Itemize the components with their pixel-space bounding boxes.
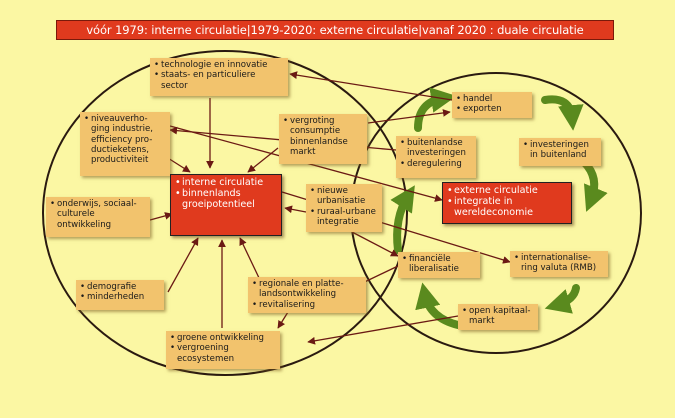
box-technology-item-2: staats- en particuliere sector — [154, 70, 284, 91]
box-capital-market-item-1: open kapitaal-markt — [462, 306, 534, 327]
cycle-arrow-1 — [541, 95, 584, 131]
box-demography-item-1: demografie — [80, 282, 160, 293]
arrow-urbanisatie-financiele — [351, 231, 399, 257]
box-internal-circulation: interne circulatie binnenlands groeipote… — [170, 174, 282, 236]
cycle-arrow-3 — [544, 284, 580, 314]
box-consumption: vergroting consumptie binnenlandse markt — [279, 114, 367, 164]
arrow-urbanisatie-interne — [284, 205, 307, 214]
box-currency-item-1: internationalise-ring valuta (RMB) — [514, 253, 604, 274]
arrow-regionale-interne — [239, 237, 261, 281]
box-education: onderwijs, sociaal-culturele ontwikkelin… — [46, 197, 150, 237]
box-regional-item-1: regionale en platte-landsontwikkeling — [252, 279, 362, 300]
arrow-kapitaal-groene — [307, 315, 459, 345]
box-industry-level-item-1: niveauverho-ging industrie, efficiency p… — [84, 114, 166, 165]
box-external-circulation-item-2: integratie in wereldeconomie — [447, 196, 567, 218]
box-capital-market: open kapitaal-markt — [458, 304, 538, 330]
box-demography-item-2: minderheden — [80, 292, 160, 303]
box-consumption-item-1: vergroting consumptie binnenlandse markt — [283, 116, 363, 157]
box-foreign-investment: buitenlandse investeringen deregulering — [396, 136, 476, 178]
box-technology-item-1: technologie en innovatie — [154, 60, 284, 71]
box-outward-investment-item-1: investeringen in buitenland — [523, 140, 597, 161]
cycle-arrow-6 — [414, 87, 457, 132]
box-trade-item-1: handel — [456, 94, 528, 105]
box-foreign-investment-item-1: buitenlandse investeringen — [400, 138, 472, 159]
box-internal-circulation-item-2: binnenlands groeipotentieel — [175, 188, 277, 210]
cycle-arrow-5 — [390, 185, 415, 254]
arrow-handel-tech — [289, 71, 453, 101]
box-currency: internationalise-ring valuta (RMB) — [510, 251, 608, 277]
box-trade: handel exporten — [452, 92, 532, 118]
box-trade-item-2: exporten — [456, 104, 528, 115]
arrow-demografie-interne — [167, 237, 199, 293]
box-urbanisation-item-1: nieuwe urbanisatie — [310, 186, 378, 207]
box-green: groene ontwikkeling vergroening ecosyste… — [166, 331, 280, 369]
arrow-vergroting-interne — [247, 147, 279, 173]
arrow-vergroting-handel — [367, 109, 451, 124]
box-foreign-investment-item-2: deregulering — [400, 159, 472, 170]
box-urbanisation-item-2: ruraal-urbane integratie — [310, 207, 378, 228]
page-title: vóór 1979: interne circulatie|1979-2020:… — [56, 20, 614, 40]
box-green-item-2: vergroening ecosystemen — [170, 343, 276, 364]
box-outward-investment: investeringen in buitenland — [519, 138, 601, 166]
box-technology: technologie en innovatie staats- en part… — [150, 58, 288, 96]
box-external-circulation-item-1: externe circulatie — [447, 185, 567, 196]
box-education-item-1: onderwijs, sociaal-culturele ontwikkelin… — [50, 199, 146, 230]
box-external-circulation: externe circulatie integratie in werelde… — [442, 182, 572, 224]
box-demography: demografie minderheden — [76, 280, 164, 310]
box-financial-liberalisation: financiële liberalisatie — [398, 252, 480, 278]
cycle-arrow-2 — [580, 158, 608, 212]
box-urbanisation: nieuwe urbanisatie ruraal-urbane integra… — [306, 184, 382, 232]
box-regional-item-2: revitalisering — [252, 300, 362, 311]
arrow-regionale-groene — [277, 311, 289, 329]
box-internal-circulation-item-1: interne circulatie — [175, 177, 277, 188]
cycle-arrow-4 — [415, 282, 462, 329]
box-financial-liberalisation-item-1: financiële liberalisatie — [402, 254, 476, 275]
box-regional: regionale en platte-landsontwikkeling re… — [248, 277, 366, 313]
arrow-onderwijs-interne — [149, 212, 173, 221]
box-green-item-1: groene ontwikkeling — [170, 333, 276, 344]
box-industry-level: niveauverho-ging industrie, efficiency p… — [80, 112, 170, 176]
